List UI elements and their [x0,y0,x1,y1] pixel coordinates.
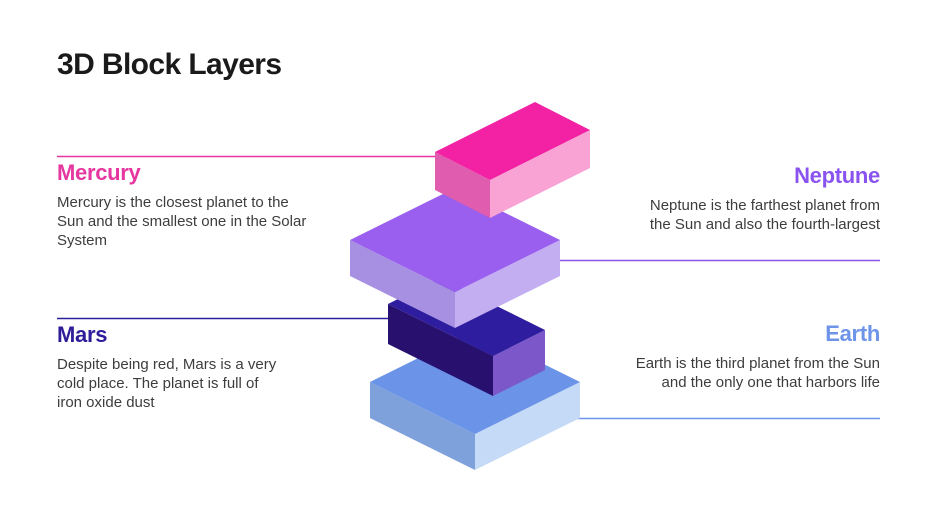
earth-section: Earth Earth is the third planet from the… [618,321,881,393]
mars-heading: Mars [57,322,108,347]
page-title: 3D Block Layers [57,48,282,81]
neptune-heading: Neptune [794,163,880,188]
mercury-block [435,102,590,218]
mercury-block-top-face [435,102,590,180]
mars-description: Despite being red, Mars is a very cold p… [57,356,277,411]
mercury-block-left-face [435,152,490,218]
mars-block-right-face [493,330,545,396]
connector-lines [57,155,880,420]
neptune-block-right-face [455,240,560,328]
earth-block-right-face [475,382,580,470]
neptune-description: Neptune is the farthest planet from the … [649,197,880,234]
neptune-block-top-face [350,188,560,292]
mercury-heading: Mercury [57,160,141,185]
neptune-block [350,188,560,328]
neptune-block-left-face [350,240,455,328]
mars-block-left-face [388,304,493,396]
mercury-description: Mercury is the closest planet to the Sun… [57,194,307,249]
mars-section: Mars Despite being red, Mars is a very c… [57,322,287,413]
earth-block-left-face [370,382,475,470]
mercury-section: Mercury Mercury is the closest planet to… [57,160,307,251]
neptune-section: Neptune Neptune is the farthest planet f… [642,163,880,235]
earth-heading: Earth [825,321,880,346]
mercury-block-right-face [490,130,590,218]
earth-description: Earth is the third planet from the Sun a… [635,355,880,392]
